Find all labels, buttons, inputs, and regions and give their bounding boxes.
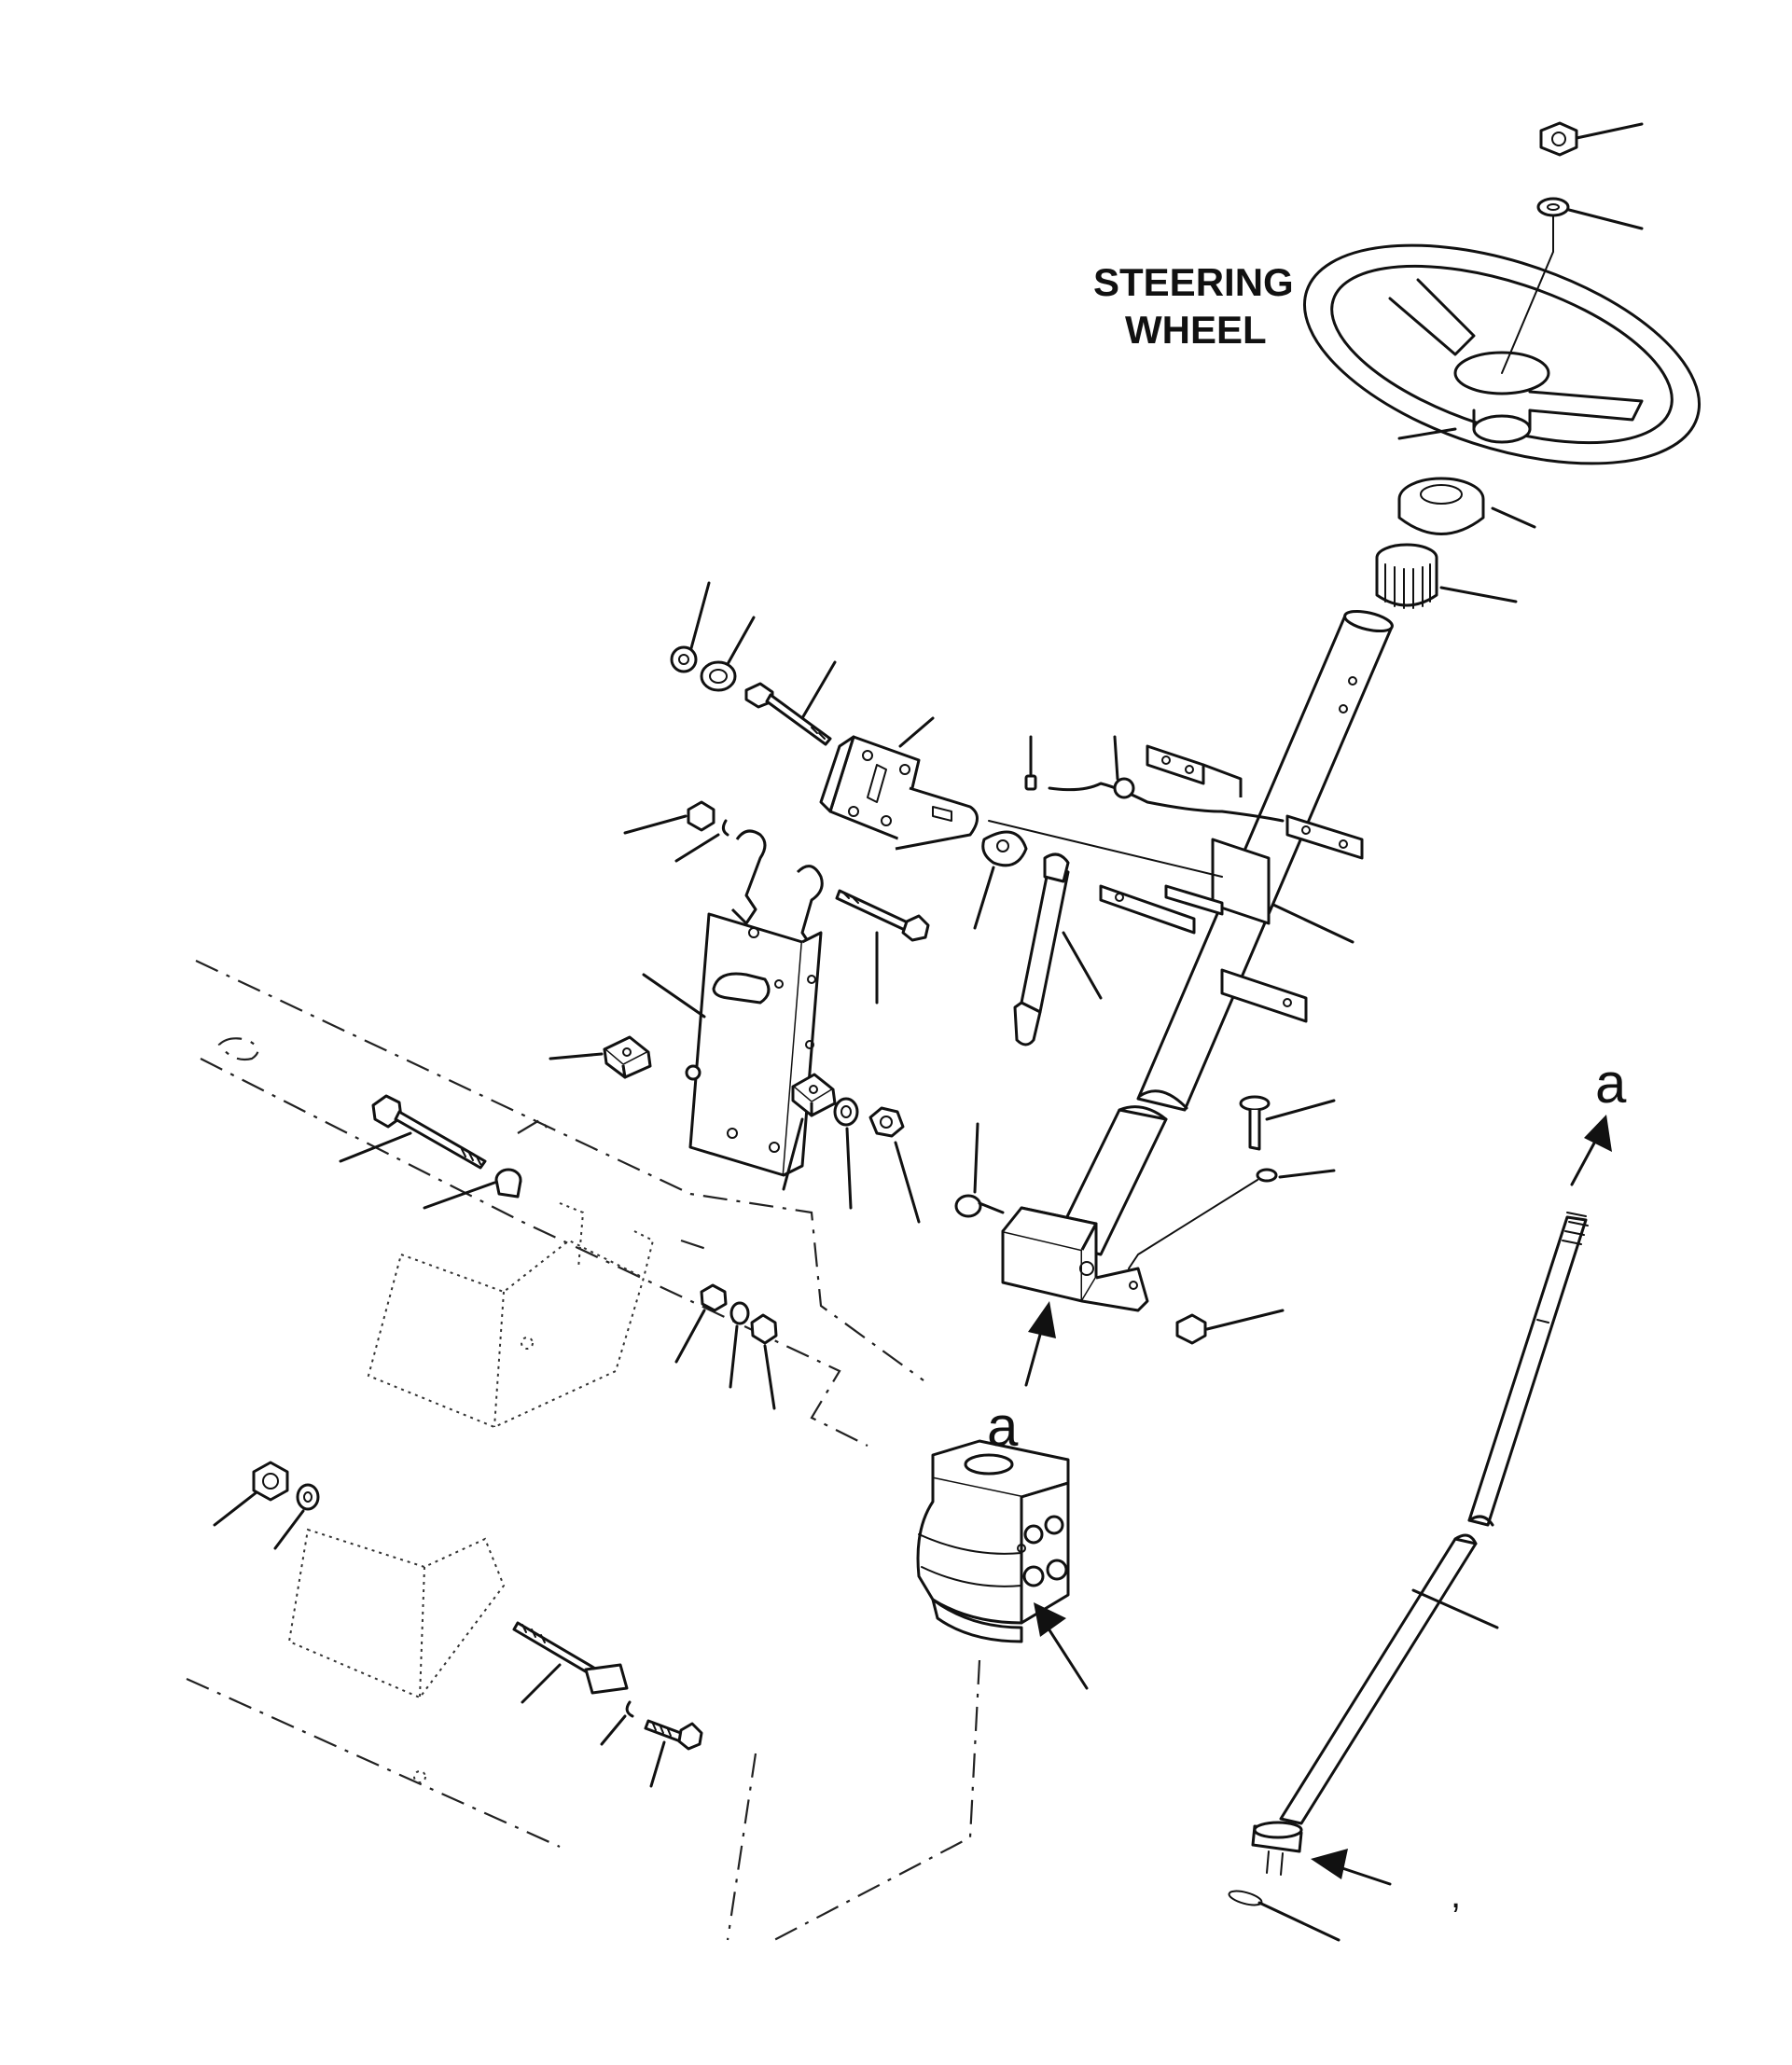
reference-letter-a-mid: a bbox=[987, 1395, 1019, 1458]
small-bolt-right bbox=[1239, 1095, 1336, 1151]
steering-control-valve bbox=[916, 1439, 1070, 1643]
steering-wheel-label-line2: WHEEL bbox=[1125, 308, 1267, 352]
mounting-bracket-lower bbox=[287, 1528, 506, 1783]
arrow-up-right-a bbox=[1570, 1115, 1612, 1186]
pivot-bolt-mid bbox=[835, 889, 930, 1005]
column-base-block bbox=[1001, 1206, 1149, 1312]
washer-bottom-left bbox=[273, 1483, 320, 1550]
steering-wheel-label-line1: STEERING bbox=[1093, 260, 1294, 304]
column-bracket-upper bbox=[1146, 744, 1364, 860]
nut-lower-a bbox=[674, 1283, 728, 1364]
small-washer-right bbox=[1128, 1168, 1336, 1269]
nut-lower-c bbox=[750, 1313, 778, 1410]
bushing-left bbox=[423, 1168, 522, 1210]
square-nut-left bbox=[549, 1035, 652, 1079]
chassis-outline bbox=[186, 960, 981, 1941]
wheel-nut bbox=[1539, 121, 1644, 157]
long-bolt-left bbox=[339, 1094, 487, 1170]
washer-small-top bbox=[670, 581, 711, 673]
base-nut-right bbox=[1175, 1309, 1285, 1345]
arrow-to-block bbox=[1024, 1301, 1056, 1387]
hex-bolt-bottom bbox=[644, 1719, 703, 1788]
steering-shaft bbox=[1228, 1212, 1589, 1942]
nut-bottom-left bbox=[213, 1461, 289, 1527]
spacer-ring-top bbox=[700, 616, 756, 692]
steering-column bbox=[1052, 609, 1394, 1256]
hub-collar bbox=[1397, 477, 1536, 535]
stray-mark: , bbox=[1451, 1875, 1461, 1916]
base-plug-left bbox=[954, 1122, 1005, 1218]
steering-wheel-label: STEERING WHEEL bbox=[1093, 260, 1294, 352]
hex-nut-mid bbox=[868, 1106, 921, 1224]
cable-assembly bbox=[988, 735, 1285, 878]
reference-letter-a-top: a bbox=[1595, 1052, 1627, 1115]
hinge-bracket bbox=[819, 716, 979, 851]
mounting-bracket-upper bbox=[367, 1202, 655, 1429]
clip-bottom bbox=[600, 1700, 634, 1746]
cam-plate bbox=[973, 830, 1028, 930]
washer-lower-b bbox=[729, 1301, 750, 1389]
column-spline-top bbox=[1375, 543, 1518, 609]
arrow-to-shaft-collar bbox=[1311, 1849, 1392, 1886]
column-bracket-mid bbox=[1099, 838, 1354, 1023]
square-nut-right bbox=[782, 1073, 837, 1191]
long-bolt-top bbox=[744, 660, 837, 746]
arrow-to-valve bbox=[1034, 1602, 1089, 1690]
plate-bolt-bottom bbox=[512, 1621, 629, 1704]
lever-handle bbox=[1013, 852, 1103, 1046]
clip-left-upper bbox=[674, 819, 729, 863]
nut-left-upper bbox=[623, 800, 715, 835]
small-dot-mid bbox=[685, 1064, 702, 1081]
pedal-arm-assembly bbox=[642, 829, 824, 1177]
steering-wheel bbox=[1302, 209, 1702, 465]
wheel-washer bbox=[1536, 197, 1644, 230]
washer-mid bbox=[833, 1097, 859, 1210]
